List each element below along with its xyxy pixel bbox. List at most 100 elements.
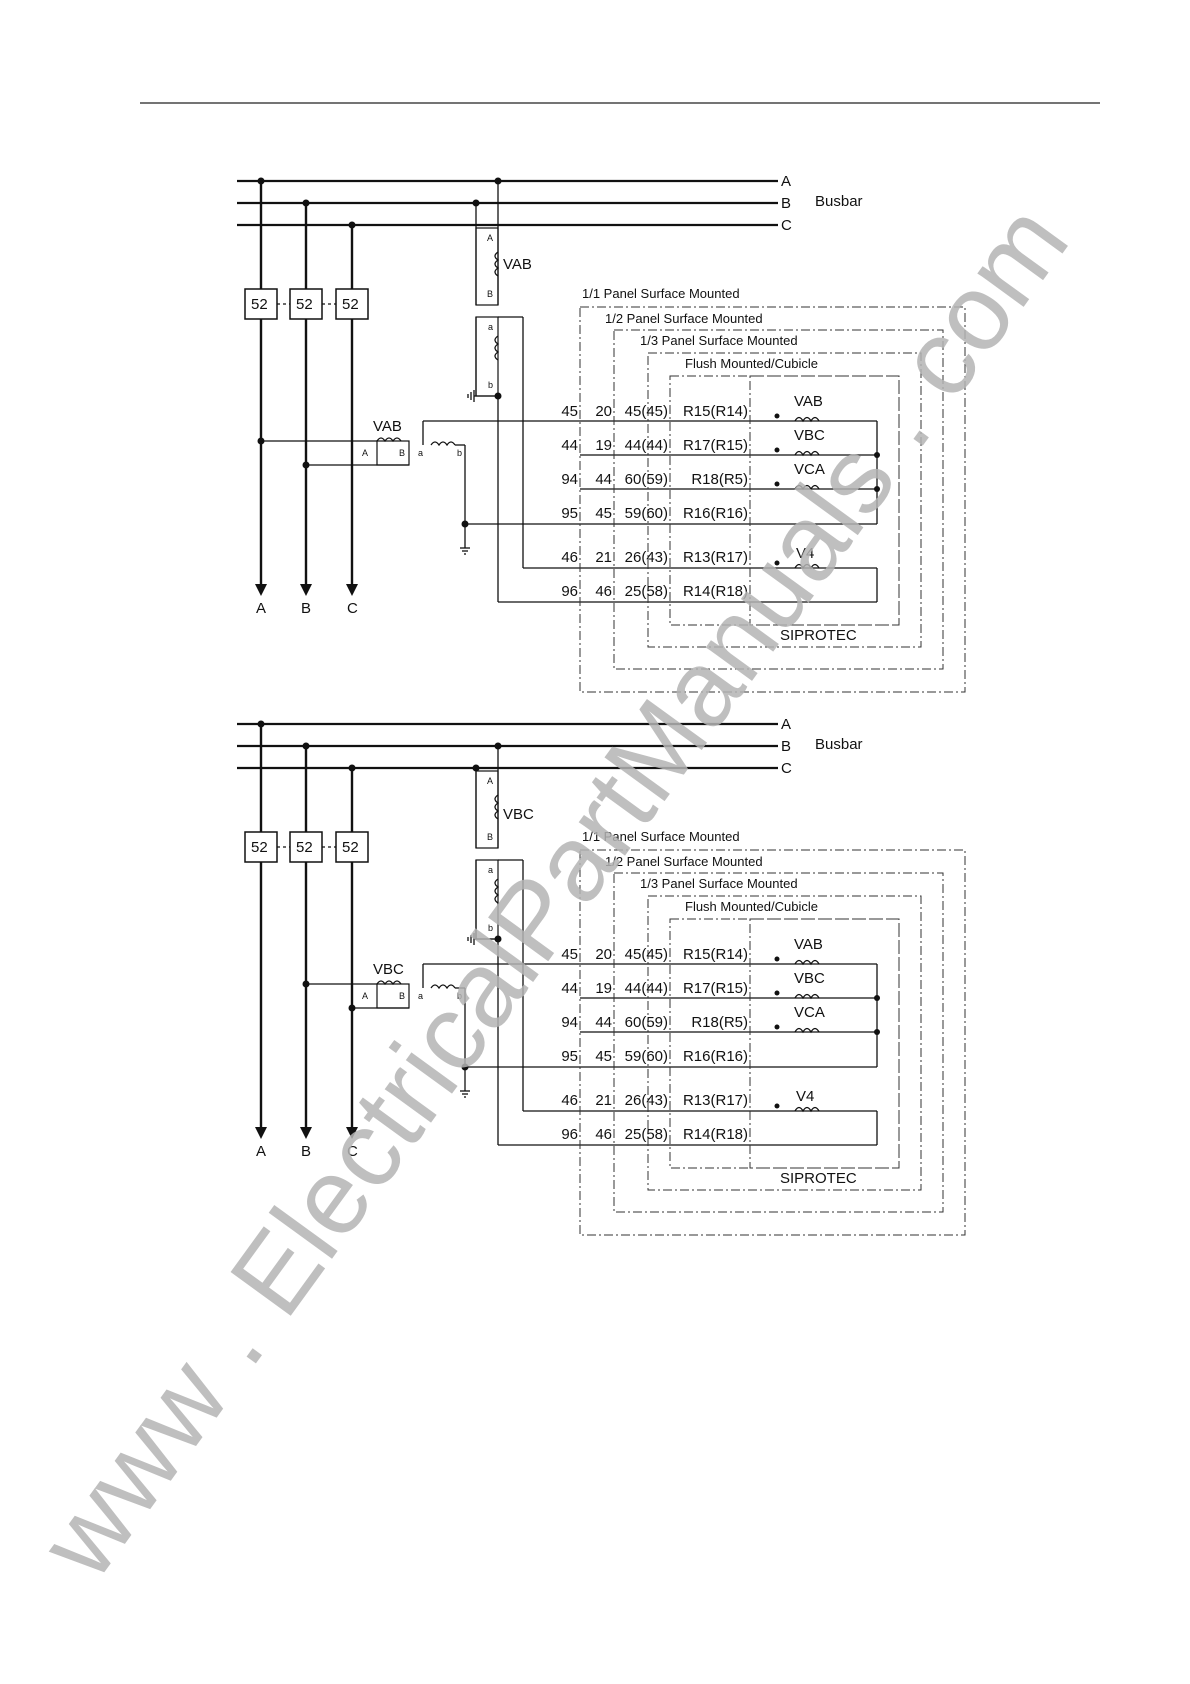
terminal-r2-c1: 44	[561, 437, 578, 454]
terminal-r1-c1: 45	[561, 946, 578, 963]
bus-label-b: B	[781, 195, 791, 212]
aux-vt-secondary-b: b	[457, 991, 462, 1001]
terminal-r6-c1: 96	[561, 1126, 578, 1143]
terminal-r3-c4: R18(R5)	[691, 471, 748, 488]
vt-primary-b: B	[487, 832, 493, 842]
breaker-b: 52	[296, 839, 313, 856]
vt-secondary-a: a	[488, 865, 493, 875]
bus-label-c: C	[781, 217, 792, 234]
terminal-r4-c2: 45	[595, 1048, 612, 1065]
terminal-r6-c4: R14(R18)	[683, 1126, 748, 1143]
breaker-b: 52	[296, 296, 313, 313]
feeder-label-c: C	[347, 600, 358, 617]
secondary-wiring	[465, 859, 880, 1146]
vt-primary-a: A	[487, 233, 493, 243]
vt-primary-a: A	[487, 776, 493, 786]
bus-label-a: A	[781, 173, 791, 190]
terminal-r2-c4: R17(R15)	[683, 437, 748, 454]
relay-input-vbc: VBC	[794, 970, 825, 987]
breaker-c: 52	[342, 296, 359, 313]
relay-input-vbc: VBC	[794, 427, 825, 444]
relay-inputs: VAB VBC VCA V4 SIPROTEC	[774, 393, 857, 644]
aux-vt-primary-a: A	[362, 991, 368, 1001]
line-voltage-transformer: A B VBC a b	[467, 746, 534, 945]
terminal-r5-c3: 26(43)	[625, 1092, 668, 1109]
feeder-label-c: C	[347, 1143, 358, 1160]
terminal-r6-c2: 46	[595, 583, 612, 600]
terminal-r2-c3: 44(44)	[625, 980, 668, 997]
terminal-table: 45 20 45(45) R15(R14) 44 19 44(44) R17(R…	[561, 946, 748, 1143]
terminal-r6-c3: 25(58)	[625, 1126, 668, 1143]
busbar-label: Busbar	[815, 193, 863, 210]
terminal-r4-c1: 95	[561, 1048, 578, 1065]
terminal-r6-c4: R14(R18)	[683, 583, 748, 600]
terminal-r5-c2: 21	[595, 1092, 612, 1109]
terminal-r4-c4: R16(R16)	[683, 1048, 748, 1065]
terminal-r6-c1: 96	[561, 583, 578, 600]
feeder-label-a: A	[256, 600, 266, 617]
terminal-r4-c1: 95	[561, 505, 578, 522]
terminal-r2-c2: 19	[595, 437, 612, 454]
bus-label-c: C	[781, 760, 792, 777]
terminal-r4-c3: 59(60)	[625, 1048, 668, 1065]
relay-input-vca: VCA	[794, 1004, 825, 1021]
relay-input-vca: VCA	[794, 461, 825, 478]
device-label: SIPROTEC	[780, 627, 857, 644]
feeder-label-b: B	[301, 1143, 311, 1160]
relay-input-v4: V4	[796, 545, 814, 562]
breaker-c: 52	[342, 839, 359, 856]
vt-secondary-a: a	[488, 322, 493, 332]
terminal-r6-c2: 46	[595, 1126, 612, 1143]
relay-inputs: VAB VBC VCA V4 SIPROTEC	[774, 936, 857, 1187]
terminal-table: 45 20 45(45) R15(R14) 44 19 44(44) R17(R…	[561, 403, 748, 600]
mounting-label-1-1: 1/1 Panel Surface Mounted	[582, 829, 740, 844]
terminal-r5-c3: 26(43)	[625, 549, 668, 566]
mounting-outlines: 1/1 Panel Surface Mounted 1/2 Panel Surf…	[579, 829, 966, 1236]
terminal-r5-c1: 46	[561, 549, 578, 566]
terminal-r1-c2: 20	[595, 946, 612, 963]
line-vt-label: VBC	[503, 806, 534, 823]
vt-secondary-b: b	[488, 380, 493, 390]
relay-input-vab: VAB	[794, 936, 823, 953]
aux-vt-primary-a: A	[362, 448, 368, 458]
aux-vt-label: VAB	[373, 418, 402, 435]
feeders: 52 52 52 A B C	[244, 724, 409, 1160]
terminal-r2-c2: 19	[595, 980, 612, 997]
busbar: A B C Busbar	[237, 173, 863, 234]
terminal-r4-c4: R16(R16)	[683, 505, 748, 522]
terminal-r2-c3: 44(44)	[625, 437, 668, 454]
terminal-r1-c1: 45	[561, 403, 578, 420]
auxiliary-voltage-transformer: VBC A B a b	[362, 961, 877, 1098]
terminal-r1-c4: R15(R14)	[683, 946, 748, 963]
mounting-label-1-2: 1/2 Panel Surface Mounted	[605, 854, 763, 869]
mounting-label-1-3: 1/3 Panel Surface Mounted	[640, 876, 798, 891]
terminal-r5-c1: 46	[561, 1092, 578, 1109]
diagram-1: A B C Busbar A B VAB a b	[237, 173, 966, 693]
feeder-label-a: A	[256, 1143, 266, 1160]
auxiliary-voltage-transformer: VAB A B a b	[362, 418, 877, 555]
terminal-r3-c1: 94	[561, 1014, 578, 1031]
terminal-r4-c2: 45	[595, 505, 612, 522]
busbar: A B C Busbar	[237, 716, 863, 777]
aux-vt-primary-b: B	[399, 448, 405, 458]
secondary-wiring	[465, 316, 880, 603]
diagram-2: A B C Busbar A B VBC a b	[237, 716, 966, 1236]
terminal-r1-c3: 45(45)	[625, 946, 668, 963]
aux-vt-primary-b: B	[399, 991, 405, 1001]
line-voltage-transformer: A B VAB a b	[467, 181, 532, 402]
terminal-r4-c3: 59(60)	[625, 505, 668, 522]
feeder-label-b: B	[301, 600, 311, 617]
terminal-r2-c1: 44	[561, 980, 578, 997]
terminal-r3-c3: 60(59)	[625, 471, 668, 488]
terminal-r6-c3: 25(58)	[625, 583, 668, 600]
line-vt-label: VAB	[503, 256, 532, 273]
relay-input-vab: VAB	[794, 393, 823, 410]
terminal-r3-c2: 44	[595, 471, 612, 488]
terminal-r1-c4: R15(R14)	[683, 403, 748, 420]
vt-secondary-b: b	[488, 923, 493, 933]
breaker-a: 52	[251, 839, 268, 856]
terminal-r1-c3: 45(45)	[625, 403, 668, 420]
terminal-r3-c2: 44	[595, 1014, 612, 1031]
mounting-label-1-1: 1/1 Panel Surface Mounted	[582, 286, 740, 301]
device-label: SIPROTEC	[780, 1170, 857, 1187]
